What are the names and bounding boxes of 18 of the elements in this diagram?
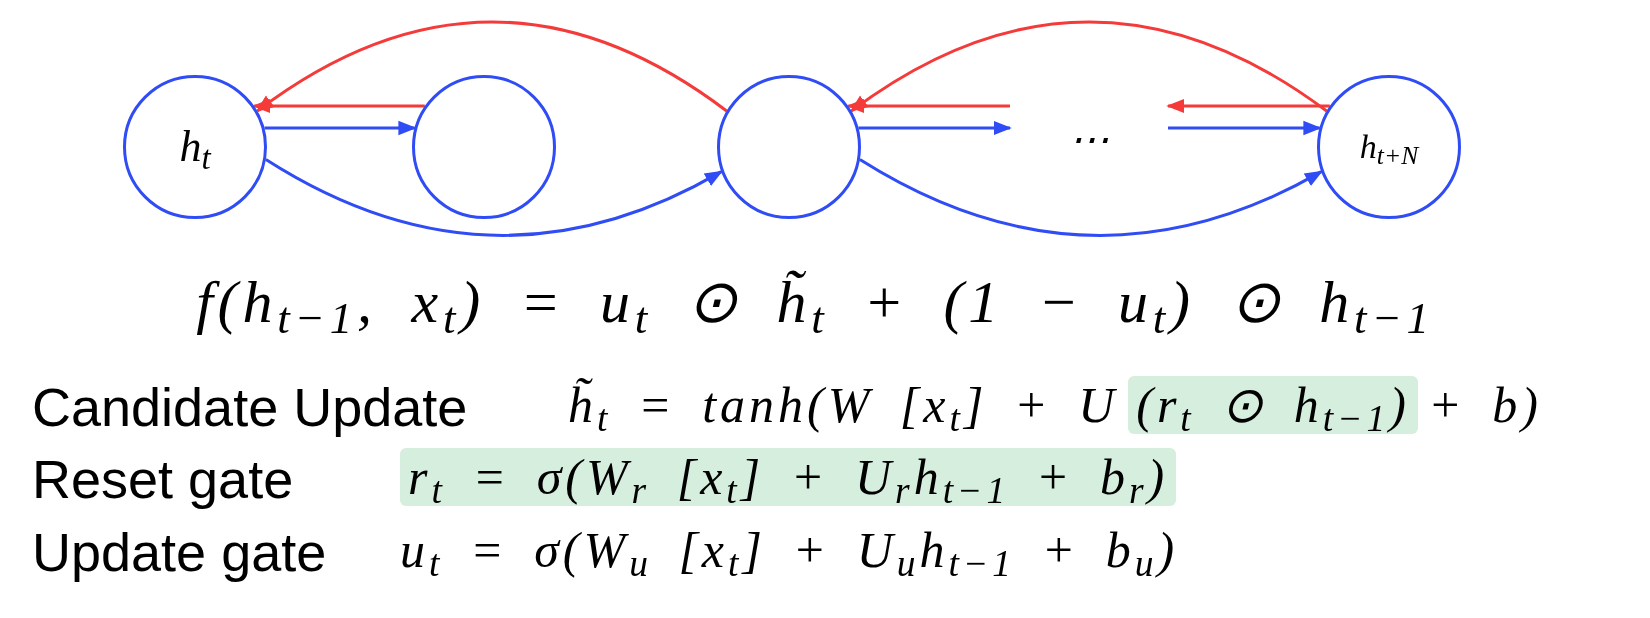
formula: u$_{t}$ = σ(W$_{u}$ [x$_{t}$] + U$_{u}$h$_{t−1}$ + b$_{u}$) xyxy=(400,521,1179,579)
node-label: h$_{t}$ xyxy=(179,125,211,169)
node-label: h$_{t+N}$ xyxy=(1359,130,1419,164)
arrow xyxy=(1166,98,1330,114)
arrow xyxy=(255,20,728,113)
arrow xyxy=(858,120,1012,136)
formula: + b) xyxy=(1427,376,1542,434)
arrow xyxy=(252,98,425,114)
node-label: ⋯ xyxy=(1069,120,1109,160)
arrow xyxy=(264,120,417,136)
arrow xyxy=(849,20,1328,113)
arrow xyxy=(265,158,723,237)
arrow xyxy=(846,98,1010,114)
formula: h̃$_{t}$ = tanh(W [x$_{t}$] + U xyxy=(568,376,1119,434)
highlighted-formula: (r$_{t}$ ⊙ h$_{t−1}$) xyxy=(1128,376,1418,434)
arrow xyxy=(1168,120,1322,136)
arrow xyxy=(859,158,1323,237)
highlighted-formula: r$_{t}$ = σ(W$_{r}$ [x$_{t}$] + U$_{r}$h$_{t−1}$ + b$_{r}$) xyxy=(400,448,1177,506)
